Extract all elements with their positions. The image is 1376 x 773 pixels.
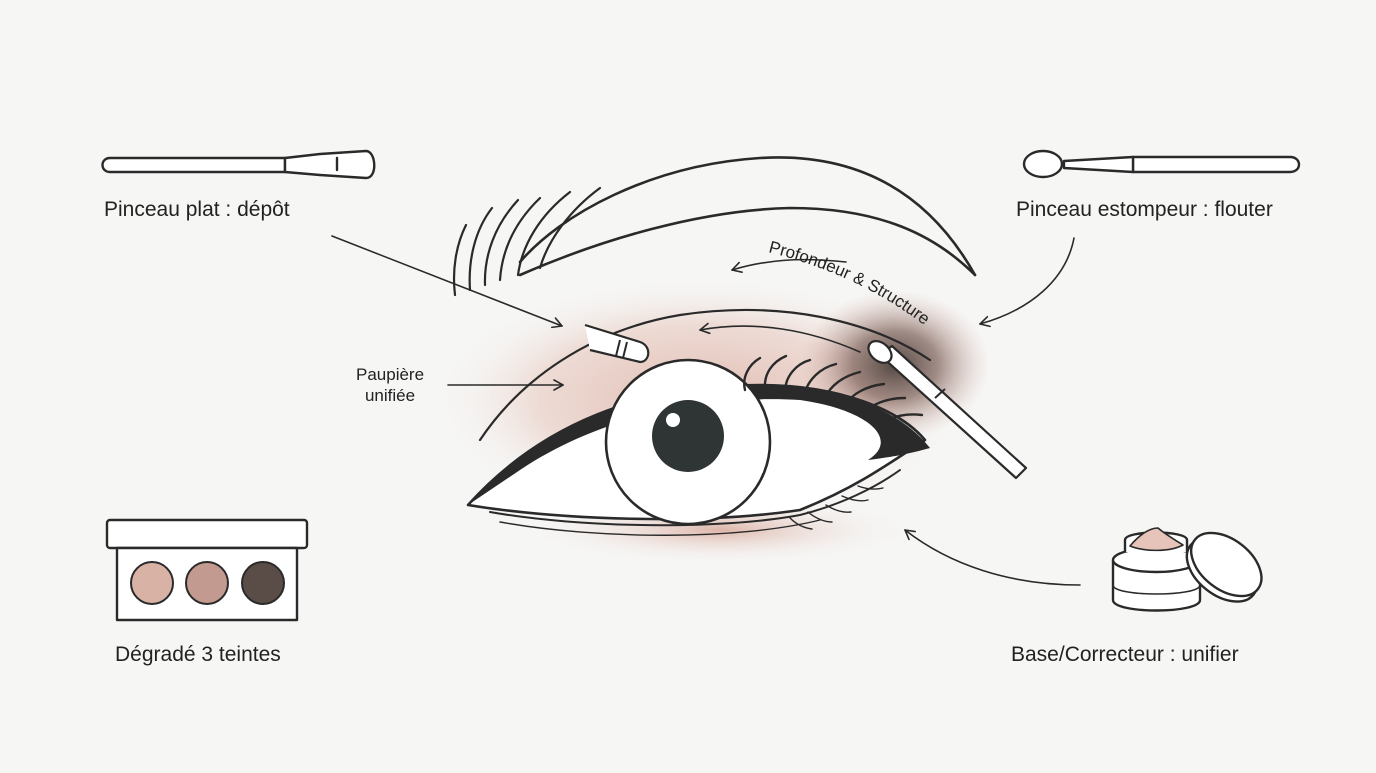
lower-lid-rim — [499, 519, 821, 536]
gradient-palette-label: Dégradé 3 teintes — [115, 643, 281, 666]
flat-brush-on-lid — [584, 323, 650, 364]
blending-brush-on-crease — [867, 340, 1028, 480]
eye-illustration — [430, 156, 1028, 565]
crease-line — [478, 308, 932, 442]
arrow-flat-brush — [331, 235, 563, 329]
upper-lash-line — [468, 385, 930, 505]
flat-brush-icon — [101, 149, 376, 180]
lower-lashes — [789, 485, 884, 530]
pupil — [652, 400, 724, 472]
eyebrow-lower — [518, 206, 977, 277]
flat-brush-label: Pinceau plat : dépôt — [104, 198, 290, 221]
arrow-crease-inner — [699, 322, 861, 353]
eyebrow-hairs — [452, 186, 602, 297]
eyelid-label-line1: Paupière — [356, 365, 425, 384]
eyelid-label: Paupière unifiée — [356, 364, 424, 407]
lower-lid-line — [489, 469, 901, 527]
base-concealer-label: Base/Correcteur : unifier — [1011, 643, 1239, 666]
arrow-base — [904, 529, 1081, 586]
concealer-jar-icon — [1111, 527, 1263, 612]
eyebrow-upper — [518, 156, 977, 277]
arrow-crease-top — [731, 258, 847, 273]
eyeshadow-palette-icon — [105, 518, 309, 622]
pupil-highlight — [666, 413, 680, 427]
eyelid-label-line2: unifiée — [364, 386, 416, 406]
blending-brush-icon — [1022, 149, 1301, 179]
arrow-blending-brush — [979, 237, 1075, 328]
blending-brush-label: Pinceau estompeur : flouter — [1016, 198, 1273, 221]
arrows — [331, 235, 1081, 586]
upper-lashes — [743, 354, 924, 427]
